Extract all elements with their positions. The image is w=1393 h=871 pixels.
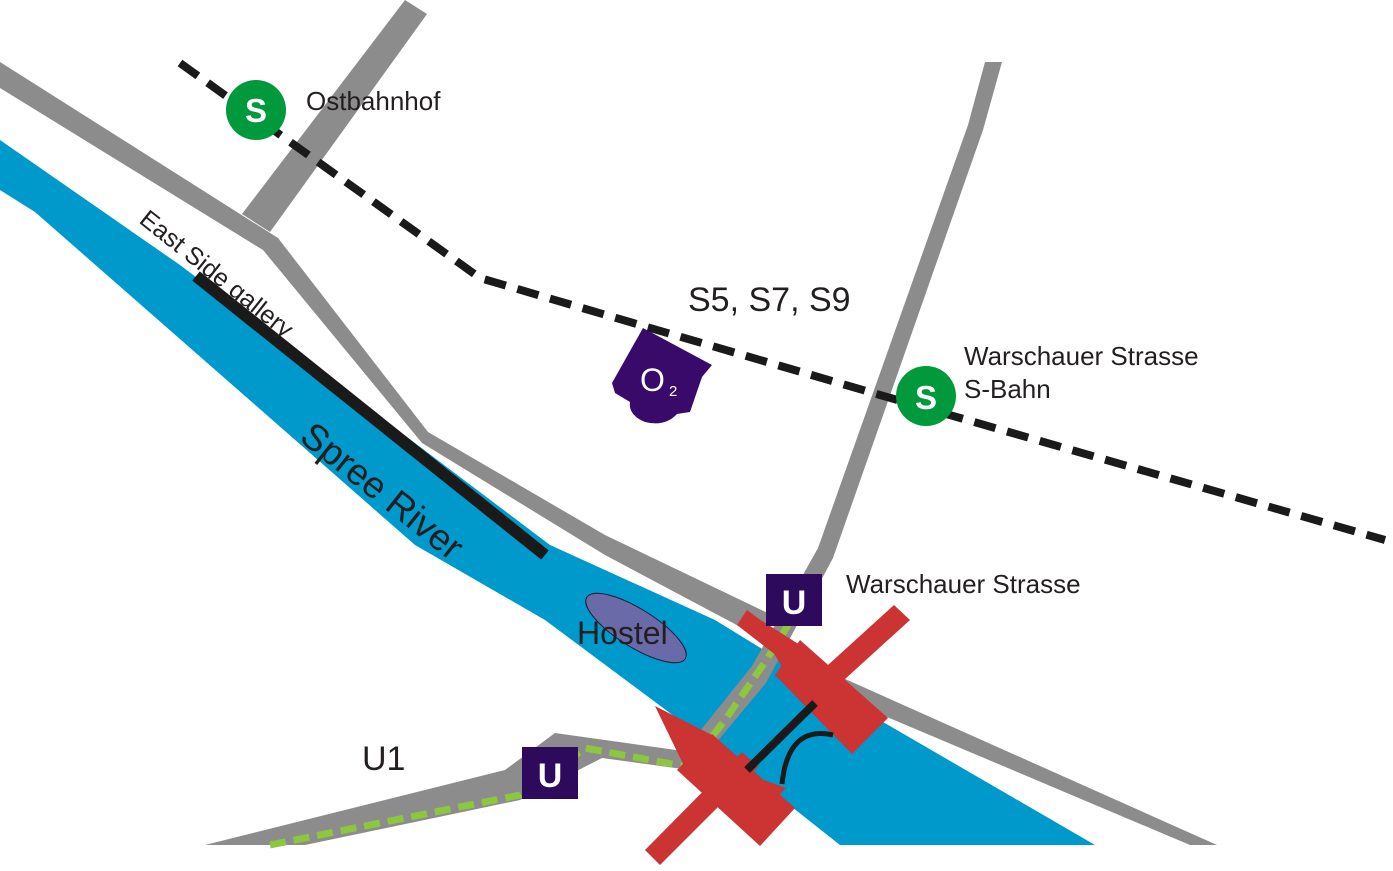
bridge-deck	[744, 700, 818, 773]
o2-arena-subscript: 2	[669, 383, 677, 400]
streets	[0, 0, 1217, 845]
warschauer-s-letter: S	[915, 379, 937, 416]
ostbahnhof-s-letter: S	[245, 92, 267, 129]
label-warschauer-s-bahn-2: S-Bahn	[964, 374, 1051, 404]
street-muehlenstrasse	[0, 62, 772, 640]
oberbaum-bridge-icon	[645, 605, 910, 865]
o2-arena-icon: O 2	[612, 328, 712, 424]
bridge-block-upper	[775, 640, 888, 754]
east-side-gallery-wall	[192, 271, 549, 560]
bridge-arrow-upper	[748, 612, 800, 668]
warschauer-u-bahn-square	[766, 574, 822, 626]
o2-arena-letter: O	[640, 362, 665, 398]
street-u1-viaduct	[205, 733, 690, 845]
bridge-curve	[779, 731, 834, 785]
u-bahn-icon: U	[766, 574, 822, 626]
s-bahn-icon: S	[896, 366, 956, 426]
label-warschauer-s-bahn-1: Warschauer Strasse	[964, 341, 1199, 371]
warschauer-u-letter: U	[782, 584, 807, 622]
warschauer-s-bahn-circle	[896, 366, 956, 426]
u-bahn-icon: U	[522, 747, 578, 799]
street-north-branch	[242, 0, 427, 232]
label-warschauer-u-bahn: Warschauer Strasse	[846, 569, 1081, 599]
street-warschauer-north	[688, 62, 1002, 762]
bridge-arrow-lower	[655, 706, 712, 768]
street-oberbaum-east	[825, 670, 1217, 845]
label-ostbahnhof: Ostbahnhof	[306, 86, 441, 116]
label-hostel: Hostel	[577, 615, 668, 651]
label-s-lines: S5, S7, S9	[688, 281, 851, 319]
label-u1: U1	[362, 740, 405, 778]
bridge-block-lower	[677, 734, 795, 846]
u1-u-bahn-square	[522, 747, 578, 799]
bridge-arrow-lower-inner	[745, 773, 786, 806]
bridge-bar-upper-long	[817, 605, 910, 690]
u1-u-letter: U	[538, 757, 563, 795]
hostel-marker	[585, 592, 687, 664]
ostbahnhof-s-bahn-circle	[226, 80, 286, 140]
s-bahn-icon: S	[226, 80, 286, 140]
s-bahn-line	[177, 59, 1387, 544]
